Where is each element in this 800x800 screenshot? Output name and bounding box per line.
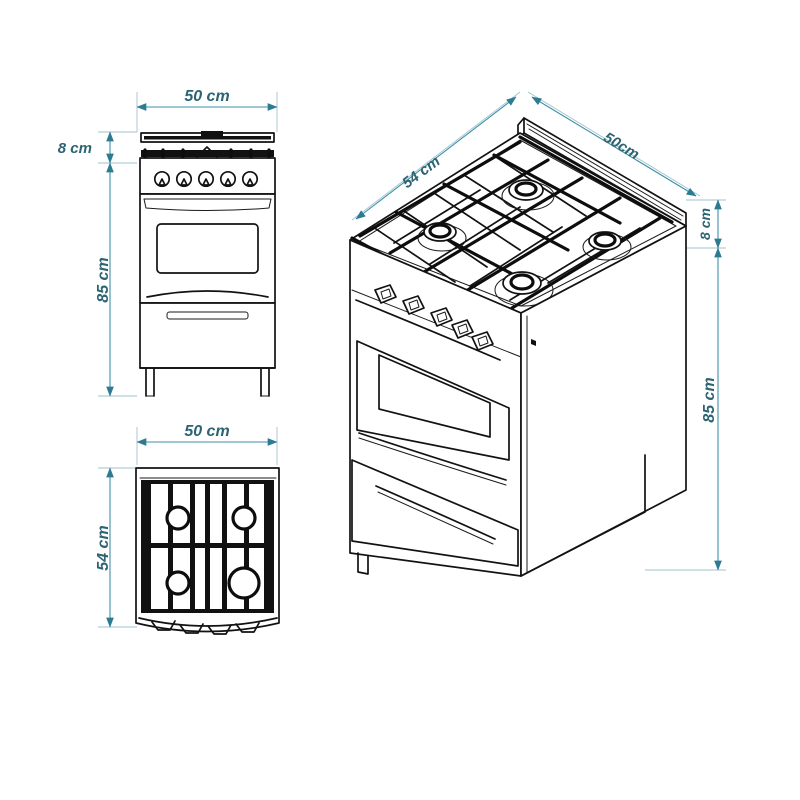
front-view: 50 cm 8 cm 85 cm [58,88,278,397]
top-view: 50 cm 54 cm [95,423,280,635]
top-depth-label: 54 cm [95,525,112,570]
top-width-label: 50 cm [184,423,229,440]
iso-oven-door[interactable] [356,340,510,486]
top-width-dimension: 50 cm [136,423,278,446]
iso-front-panel [349,239,522,577]
iso-burners [417,179,632,307]
iso-backsplash-label: 8 cm [697,208,713,240]
burner-rear-right [501,179,555,211]
iso-oven-handle[interactable] [358,432,507,481]
top-cooktop [135,467,280,635]
front-cooktop-grates [141,146,274,160]
iso-backsplash-dimension: 8 cm [686,199,726,249]
iso-view: 54 cm 50cm 8 cm 85 cm [349,91,726,577]
front-view-extension-lines [98,92,278,397]
front-width-dimension: 50 cm [136,88,278,111]
front-control-knobs[interactable] [153,170,259,188]
top-front-knob-bumps [138,617,278,635]
front-backsplash-label: 8 cm [58,140,92,157]
burner-rear-left [417,222,467,252]
top-burners [165,505,261,600]
front-storage-drawer[interactable] [139,302,276,369]
front-oven-window [156,223,259,274]
front-control-panel [139,157,276,195]
front-drawer-handle[interactable] [166,311,249,320]
front-height-label: 85 cm [95,257,112,302]
iso-drawer-handle[interactable] [375,485,496,540]
top-view-extension-lines [98,427,278,628]
front-stove-body [139,131,276,397]
front-oven[interactable] [139,193,276,304]
front-width-label: 50 cm [184,88,229,105]
front-legs [139,367,276,397]
iso-stove-body [349,117,687,577]
front-height-dimension: 85 cm [95,162,114,397]
iso-height-label: 85 cm [701,377,718,422]
front-oven-handle[interactable] [146,290,269,298]
front-backsplash [140,131,275,143]
iso-leg [357,552,369,575]
iso-control-knobs[interactable] [374,284,494,351]
iso-oven-window [378,354,491,438]
burner-front-right [582,231,632,261]
front-backsplash-dimension: 8 cm [58,131,114,164]
top-depth-dimension: 54 cm [95,467,114,628]
top-grate-bars [145,484,270,609]
iso-side-panel [520,225,687,577]
iso-height-dimension: 85 cm [645,247,726,571]
iso-storage-drawer[interactable] [351,459,519,567]
burner-front-left [494,271,554,307]
